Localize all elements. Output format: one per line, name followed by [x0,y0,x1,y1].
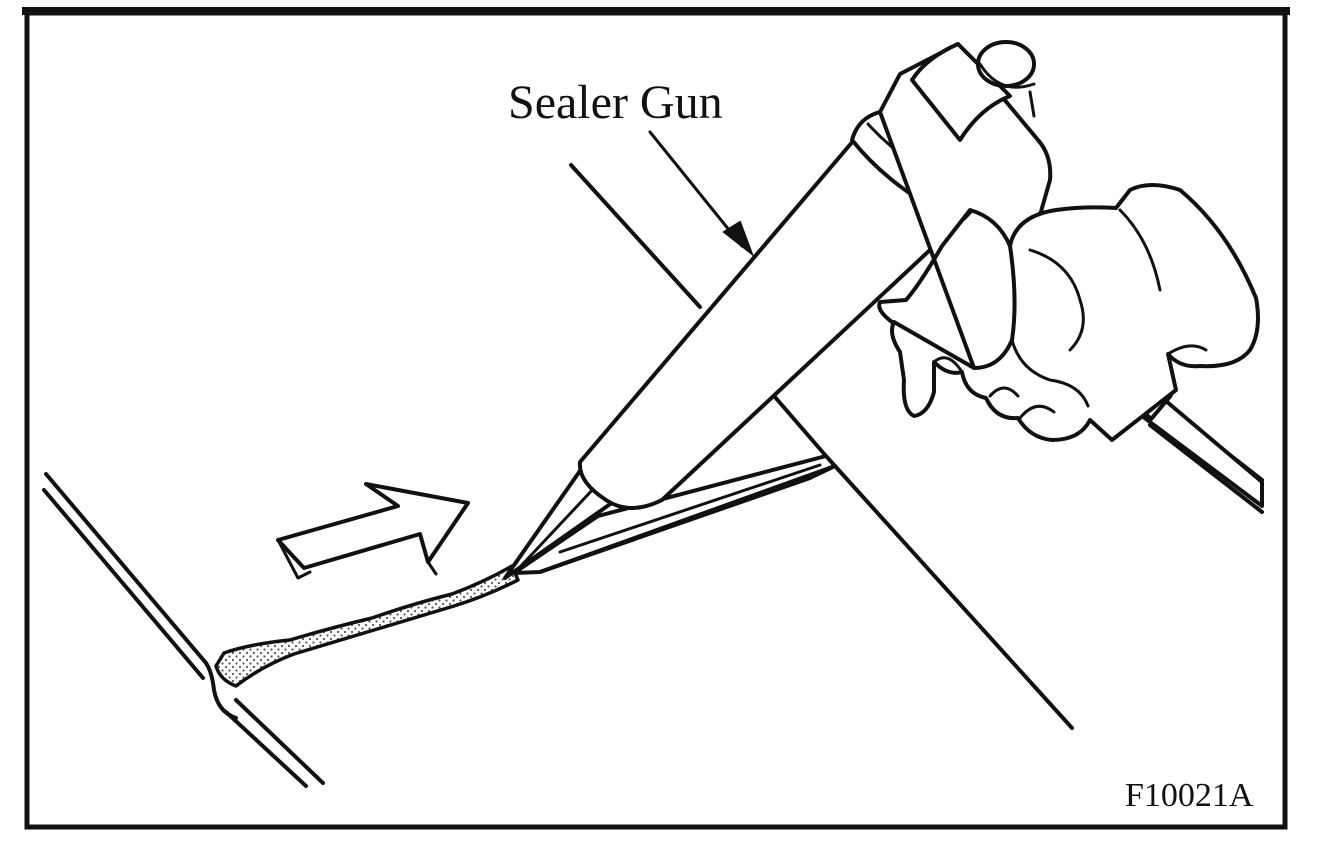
figure-code: F10021A [1125,777,1254,814]
label-leader [648,130,755,257]
hand [890,183,1260,442]
direction-arrow [276,482,470,580]
sealer-bead [214,564,520,688]
sealer-gun-body [877,40,1053,370]
panel-joint [512,454,1074,730]
sealer-gun-label: Sealer Gun [508,76,723,129]
left-panel-edge [42,472,325,788]
back-panel-edge [569,163,828,458]
